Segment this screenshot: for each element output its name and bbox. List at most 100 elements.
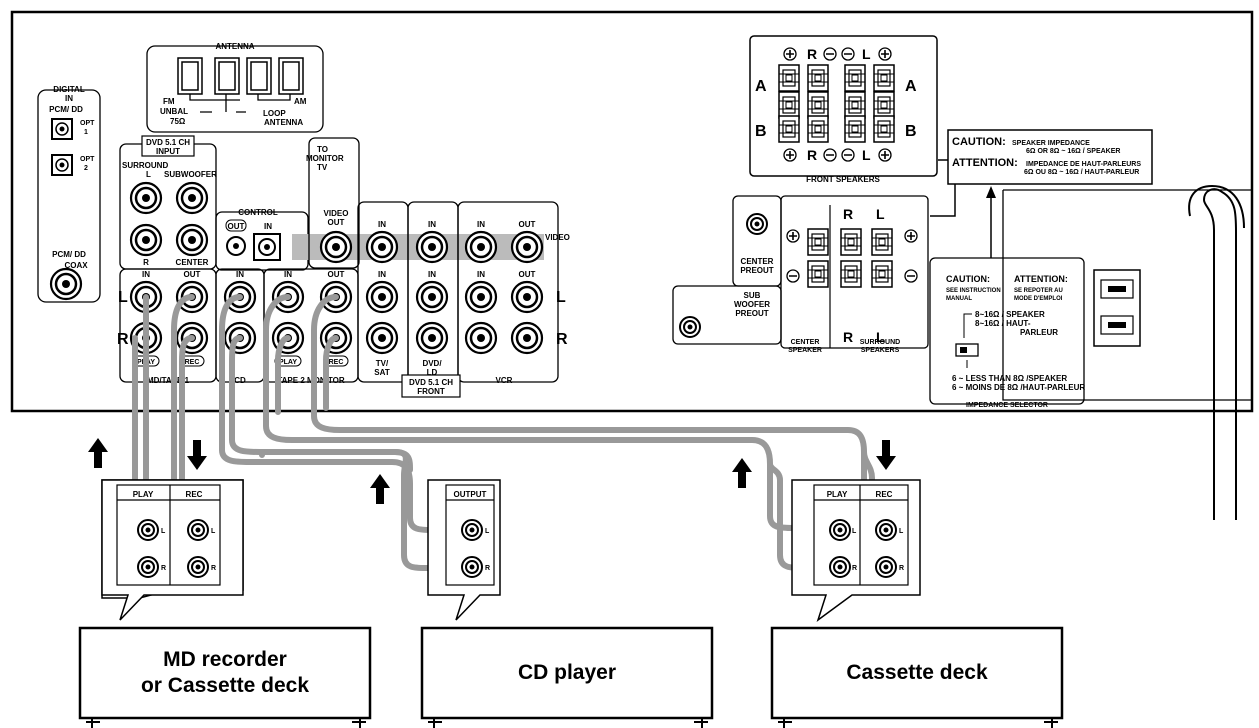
md-rec-l-label: L: [211, 528, 216, 535]
dvd-l-jack[interactable]: [415, 280, 449, 314]
center-preout-jack[interactable]: [746, 213, 768, 235]
arrow-up-md: [88, 438, 108, 468]
subwoofer-preout-jack[interactable]: [679, 316, 701, 338]
surround-l-plus-terminal[interactable]: [871, 228, 893, 256]
vcr-out-r-jack[interactable]: [510, 321, 544, 355]
opt2-label: OPT: [80, 156, 95, 163]
vcr-video-out-jack[interactable]: [510, 230, 544, 264]
monitor-label: MONITOR: [306, 154, 344, 163]
md-recorder-label-line1: MD recorder: [163, 648, 287, 671]
front-a2-l-plus-terminal[interactable]: [873, 91, 895, 119]
md-play-l-jack[interactable]: [137, 519, 159, 541]
front-b-l-minus-terminal[interactable]: [844, 115, 866, 143]
opt2-jack[interactable]: [51, 154, 73, 176]
tv-r-jack[interactable]: [365, 321, 399, 355]
dvd-r-jack[interactable]: [415, 321, 449, 355]
md-recorder-device: PLAY REC L R L R: [78, 479, 372, 728]
md-rec-l-jack[interactable]: [187, 519, 209, 541]
cassette-play-r-label: R: [852, 565, 857, 572]
digital-label: DIGITAL: [53, 85, 85, 94]
impedance-option-2b: 6 ~ MOINS DE 8Ω /HAUT-PARLEUR: [952, 383, 1085, 392]
front-a-label-left: A: [755, 78, 767, 95]
cassette-deck-box: Cassette deck: [774, 630, 1060, 716]
front-b-r-minus-terminal[interactable]: [807, 115, 829, 143]
tape2-rec-label: REC: [329, 359, 344, 366]
surround-speakers-label-2: SPEAKERS: [861, 347, 900, 354]
right-channel-label-right: R: [556, 331, 568, 348]
tv-video-in-jack[interactable]: [365, 230, 399, 264]
surround-l-label-top: L: [876, 206, 885, 222]
digital-in-section: DIGITAL IN PCM/ DD OPT 1 OPT 2 PCM/ DD C…: [37, 85, 101, 303]
impedance-see-1: SEE INSTRUCTION: [946, 288, 1001, 294]
front-a-r-plus-terminal[interactable]: [778, 64, 800, 92]
md-recorder-label-line2: or Cassette deck: [140, 674, 310, 697]
cassette-rec-l-label: L: [899, 528, 904, 535]
caution-line-1: SPEAKER IMPEDANCE: [1012, 140, 1090, 147]
front-b-label-left: B: [755, 123, 767, 140]
front-a-l-plus-terminal[interactable]: [873, 64, 895, 92]
vcr-in-r-jack[interactable]: [464, 321, 498, 355]
opt1-jack[interactable]: [51, 118, 73, 140]
subwoofer-preout-label-3: PREOUT: [735, 309, 768, 318]
loop-antenna-label: ANTENNA: [264, 118, 303, 127]
cassette-play-l-jack[interactable]: [829, 519, 851, 541]
vcr-in-l-jack[interactable]: [464, 280, 498, 314]
vcr-out-label: OUT: [519, 270, 536, 279]
impedance-see-2: MANUAL: [946, 296, 972, 302]
center-preout-label-2: PREOUT: [740, 266, 773, 275]
md-rec-r-jack[interactable]: [187, 556, 209, 578]
front-a2-l-minus-terminal[interactable]: [844, 91, 866, 119]
to-label: TO: [317, 145, 328, 154]
dvd-input-section: DVD 5.1 CH INPUT SURROUND L SUBWOOFER R …: [119, 135, 217, 270]
dvd-label-2: LD: [427, 368, 438, 377]
front-l-label-bottom: L: [862, 147, 871, 163]
vcr-out-l-jack[interactable]: [510, 280, 544, 314]
dvd-video-in-jack[interactable]: [415, 230, 449, 264]
center-preout-label-1: CENTER: [741, 257, 774, 266]
front-r-label-bottom: R: [807, 147, 817, 163]
surround-speakers-label-1: SURROUND: [860, 339, 900, 346]
cassette-play-r-jack[interactable]: [829, 556, 851, 578]
cd-output-r-label: R: [485, 565, 490, 572]
control-out-label: OUT: [228, 222, 245, 231]
center-jack[interactable]: [175, 223, 209, 257]
tv-l-jack[interactable]: [365, 280, 399, 314]
center-plus-terminal[interactable]: [807, 228, 829, 256]
front-b-r-plus-terminal[interactable]: [778, 115, 800, 143]
left-channel-label: L: [118, 289, 128, 306]
front-b-l-plus-terminal[interactable]: [873, 115, 895, 143]
vcr-label: VCR: [496, 376, 513, 385]
md-play-r-jack[interactable]: [137, 556, 159, 578]
surround-r-jack[interactable]: [129, 223, 163, 257]
cd-output-l-jack[interactable]: [461, 519, 483, 541]
coax-jack[interactable]: [49, 267, 83, 301]
pcm-label-bottom: PCM/ DD: [52, 250, 86, 259]
cassette-rec-label: REC: [876, 490, 893, 499]
dvd-front-label-1: DVD 5.1 CH: [409, 378, 453, 387]
surround-l-minus-terminal[interactable]: [871, 260, 893, 288]
cassette-rec-r-jack[interactable]: [875, 556, 897, 578]
impedance-fr-2: MODE D'EMPLOI: [1014, 296, 1063, 302]
front-a2-r-plus-terminal[interactable]: [778, 91, 800, 119]
monitor-out-jack[interactable]: [319, 230, 353, 264]
video-out-label-2: OUT: [328, 218, 345, 227]
vcr-video-in-jack[interactable]: [464, 230, 498, 264]
surround-r-label: R: [143, 258, 149, 267]
front-a-l-minus-terminal[interactable]: [844, 64, 866, 92]
attention-line-2: 6Ω OU 8Ω ~ 16Ω / HAUT-PARLEUR: [1024, 169, 1139, 176]
caution-label: CAUTION:: [952, 136, 1006, 148]
subwoofer-jack[interactable]: [175, 181, 209, 215]
surround-r-minus-terminal[interactable]: [840, 260, 862, 288]
cassette-rec-l-jack[interactable]: [875, 519, 897, 541]
cable-cd-r: [259, 449, 465, 571]
md-play-l-label: L: [161, 528, 166, 535]
surround-r-plus-terminal[interactable]: [840, 228, 862, 256]
cd-output-r-jack[interactable]: [461, 556, 483, 578]
front-r-label-top: R: [807, 46, 817, 62]
center-minus-terminal[interactable]: [807, 260, 829, 288]
subwoofer-label: SUBWOOFER: [164, 170, 217, 179]
surround-l-jack[interactable]: [129, 181, 163, 215]
front-a2-r-minus-terminal[interactable]: [807, 91, 829, 119]
front-a-r-minus-terminal[interactable]: [807, 64, 829, 92]
